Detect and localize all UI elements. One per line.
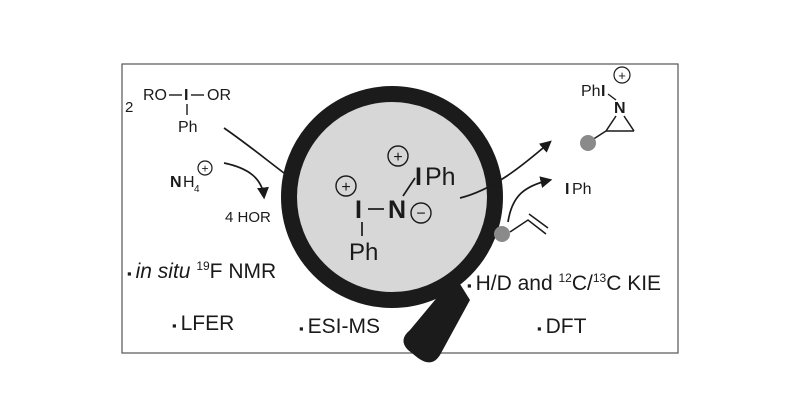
product-nitrogen: N [614,100,626,117]
hypervalent-iodine-reagent: 2 RO I OR Ph [125,87,231,136]
aziridinium-product: + Ph I N [580,66,635,151]
stoichiometry-coefficient: 2 [125,99,133,116]
ammonium-h: H [183,174,195,191]
aziridine-ring-icon [605,115,635,132]
alkene-substituent-dot [494,226,510,242]
method-dft: ▪DFT [537,315,587,338]
iodobenzene-release: I Ph [565,181,592,198]
intermediate-iodine-left: I [355,196,362,224]
minus-charge: − [416,206,425,223]
magnifier-lens [281,86,503,308]
ammonium-charge: + [201,162,208,176]
reagent-ro-right: OR [207,87,231,104]
product-charge: + [618,68,626,83]
product-arrow [459,140,552,199]
minus-charge-circle [410,202,432,224]
product-charge-circle [613,66,631,84]
method-kie: ▪H/D and 12C/13C KIE [467,271,661,295]
intermediate-ph-bottom: Ph [349,239,378,266]
iodonium-amide-intermediate: + I Ph + I N − Ph [335,145,456,266]
magnifier-handle [403,276,470,363]
method-esi-ms: ▪ESI-MS [299,315,380,338]
alkene-icon [494,213,549,242]
iph-ph: Ph [572,181,592,198]
ammonium-charge-circle [197,160,213,176]
byproduct-label: 4 HOR [225,209,271,226]
alkene-arrow [507,176,553,223]
product-substituent-dot [580,135,596,151]
magnifying-glass-icon [281,86,503,363]
figure-frame [121,63,679,354]
plus-charge-right: + [393,149,402,166]
intermediate-nitrogen: N [388,196,406,224]
reagent-iodine: I [184,87,188,104]
ammonium-ion: N H 4 + [170,160,213,195]
iph-iodine: I [565,181,569,198]
byproduct-arrow [223,162,269,200]
intermediate-iodine-right: I [415,163,422,191]
method-in-situ-nmr: ▪in situ 19F NMR [127,259,276,283]
method-lfer: ▪LFER [172,312,234,335]
product-iodine: I [601,83,605,100]
ammonium-n: N [170,174,182,191]
ammonium-subscript: 4 [194,184,200,195]
plus-charge-left: + [341,179,350,196]
reagent-ro-left: RO [143,87,167,104]
intermediate-ph-right: Ph [425,163,456,191]
product-ph: Ph [581,83,601,100]
reagent-ph: Ph [178,119,198,136]
plus-charge-circle-left [335,175,357,197]
methods-list: ▪in situ 19F NMR ▪LFER ▪ESI-MS ▪H/D and … [127,259,661,338]
plus-charge-circle-right [387,145,409,167]
